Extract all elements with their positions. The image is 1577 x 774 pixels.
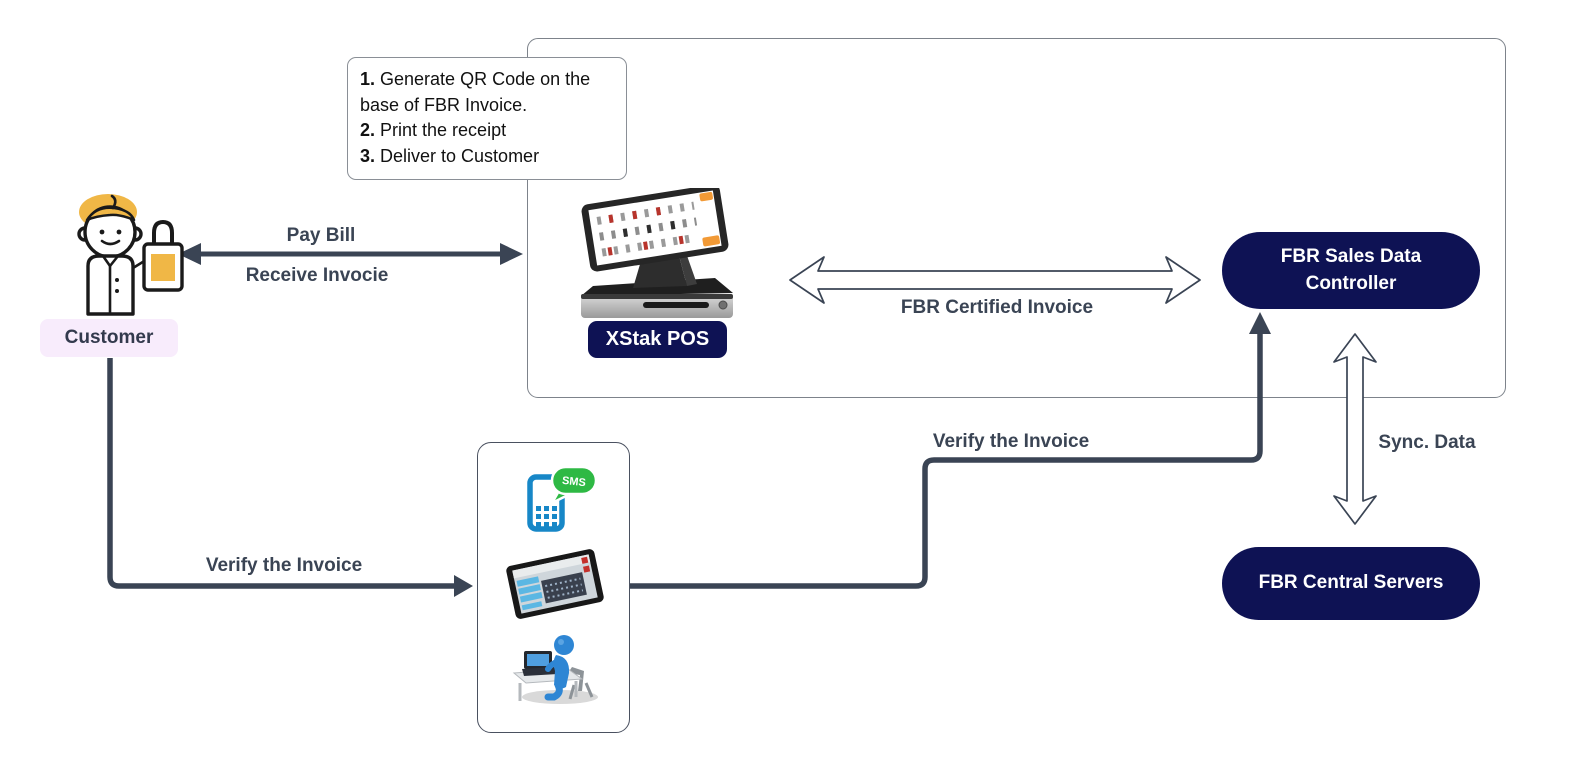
pay-bill-label: Pay Bill bbox=[286, 225, 356, 246]
note-step-2: 2.Print the receipt bbox=[360, 120, 507, 141]
fbr-sales-data-controller: FBR Sales Data Controller bbox=[1222, 232, 1480, 309]
certified-invoice-label: FBR Certified Invoice bbox=[900, 297, 1094, 318]
sms-phone-icon: SMS bbox=[516, 465, 598, 542]
verify-invoice-controller-label: Verify the Invoice bbox=[932, 431, 1090, 452]
xstak-pos-icon bbox=[563, 184, 747, 322]
verification-tablet-icon bbox=[496, 547, 614, 626]
fbr-central-servers: FBR Central Servers bbox=[1222, 547, 1480, 620]
verify-invoice-customer-label: Verify the Invoice bbox=[205, 555, 363, 576]
note-box: 1.Generate QR Code on the base of FBR In… bbox=[347, 57, 627, 180]
verification-channels-box: SMS bbox=[477, 442, 630, 733]
note-step-1: 1.Generate QR Code on the base of FBR In… bbox=[360, 69, 591, 115]
customer-label: Customer bbox=[40, 319, 178, 357]
person-at-computer-icon bbox=[508, 627, 604, 712]
svg-text:SMS: SMS bbox=[561, 475, 586, 489]
xstak-pos-label: XStak POS bbox=[588, 321, 727, 358]
sync-data-label: Sync. Data bbox=[1378, 432, 1476, 453]
receive-invoice-label: Receive Invocie bbox=[245, 265, 389, 286]
customer-icon bbox=[58, 188, 192, 318]
note-step-3: 3.Deliver to Customer bbox=[360, 145, 540, 166]
